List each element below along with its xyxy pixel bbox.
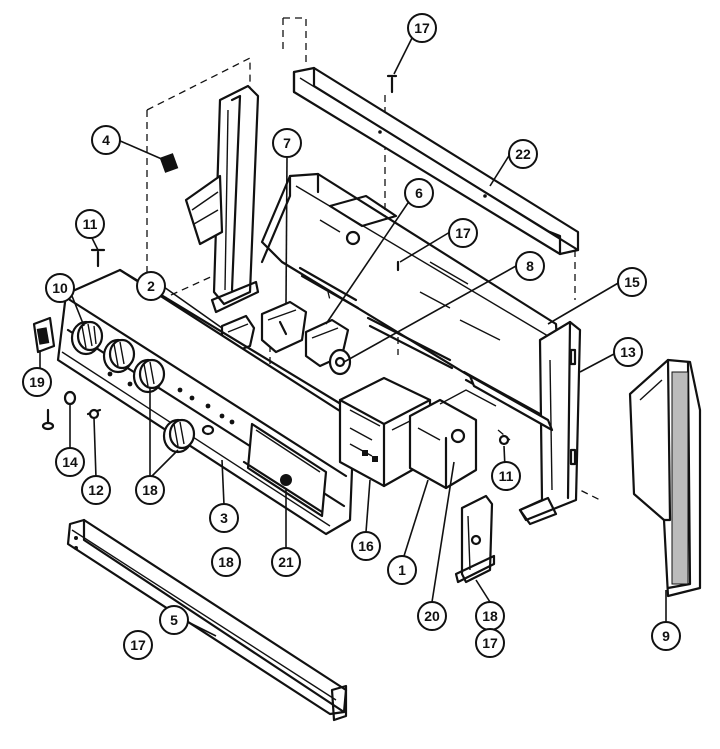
svg-text:10: 10 xyxy=(52,280,68,296)
svg-text:9: 9 xyxy=(662,628,670,644)
svg-text:18: 18 xyxy=(142,482,158,498)
svg-text:20: 20 xyxy=(424,608,440,624)
svg-text:16: 16 xyxy=(358,538,374,554)
svg-text:17: 17 xyxy=(482,635,498,651)
callout-9: 9 xyxy=(651,621,681,651)
svg-text:13: 13 xyxy=(620,344,636,360)
svg-text:1: 1 xyxy=(398,562,406,578)
callout-7: 7 xyxy=(272,128,302,158)
svg-text:15: 15 xyxy=(624,274,640,290)
knobs xyxy=(70,320,292,486)
callout-1: 1 xyxy=(387,555,417,585)
callout-17: 17 xyxy=(448,218,478,248)
part-5-bottom-strip xyxy=(66,518,348,722)
part-9-side-cover xyxy=(628,358,702,598)
part-15-trim xyxy=(468,374,554,432)
callout-18: 18 xyxy=(135,475,165,505)
svg-text:11: 11 xyxy=(499,468,514,484)
callout-16: 16 xyxy=(351,531,381,561)
callout-4: 4 xyxy=(91,125,121,155)
svg-text:6: 6 xyxy=(415,185,423,201)
svg-text:17: 17 xyxy=(414,20,430,36)
callout-18: 18 xyxy=(475,601,505,631)
leader-lines xyxy=(39,37,667,637)
callout-10: 10 xyxy=(45,273,75,303)
part-18-small-bracket xyxy=(454,494,496,584)
callout-11: 11 xyxy=(491,461,521,491)
callout-2: 2 xyxy=(136,271,166,301)
callout-3: 3 xyxy=(209,503,239,533)
callout-17: 17 xyxy=(123,630,153,660)
callout-21: 21 xyxy=(271,547,301,577)
callout-14: 14 xyxy=(55,447,85,477)
svg-text:17: 17 xyxy=(455,225,471,241)
callout-17: 17 xyxy=(407,13,437,43)
svg-text:21: 21 xyxy=(278,554,294,570)
callout-20: 20 xyxy=(417,601,447,631)
part-4-side-bracket xyxy=(159,84,260,314)
callout-18: 18 xyxy=(211,547,241,577)
svg-text:11: 11 xyxy=(83,216,98,232)
svg-text:18: 18 xyxy=(482,608,498,624)
callout-12: 12 xyxy=(81,475,111,505)
callout-22: 22 xyxy=(508,139,538,169)
part-8-knob-socket xyxy=(328,348,352,376)
callout-13: 13 xyxy=(613,337,643,367)
part-22-top-rail xyxy=(292,66,580,256)
svg-text:17: 17 xyxy=(130,637,146,653)
svg-text:3: 3 xyxy=(220,510,228,526)
svg-text:14: 14 xyxy=(62,454,78,470)
svg-text:5: 5 xyxy=(170,612,178,628)
part-7-switch-block xyxy=(260,300,308,354)
callout-5: 5 xyxy=(159,605,189,635)
callout-19: 19 xyxy=(22,367,52,397)
svg-text:4: 4 xyxy=(102,132,110,148)
callout-11: 11 xyxy=(75,209,105,239)
callouts: 17 4 7 22 6 11 17 2 8 10 15 13 19 14 12 … xyxy=(22,13,681,660)
part-19-switch xyxy=(32,316,56,354)
svg-text:8: 8 xyxy=(526,258,534,274)
callout-8: 8 xyxy=(515,251,545,281)
callout-15: 15 xyxy=(617,267,647,297)
svg-text:12: 12 xyxy=(88,482,104,498)
part-13-side-bracket xyxy=(518,320,582,526)
svg-text:18: 18 xyxy=(218,554,234,570)
svg-text:7: 7 xyxy=(283,135,291,151)
svg-text:22: 22 xyxy=(515,146,531,162)
callout-6: 6 xyxy=(404,178,434,208)
part-1-board xyxy=(408,389,497,490)
svg-text:2: 2 xyxy=(147,278,155,294)
svg-text:19: 19 xyxy=(29,374,45,390)
callout-17: 17 xyxy=(475,628,505,658)
screws xyxy=(41,74,510,446)
